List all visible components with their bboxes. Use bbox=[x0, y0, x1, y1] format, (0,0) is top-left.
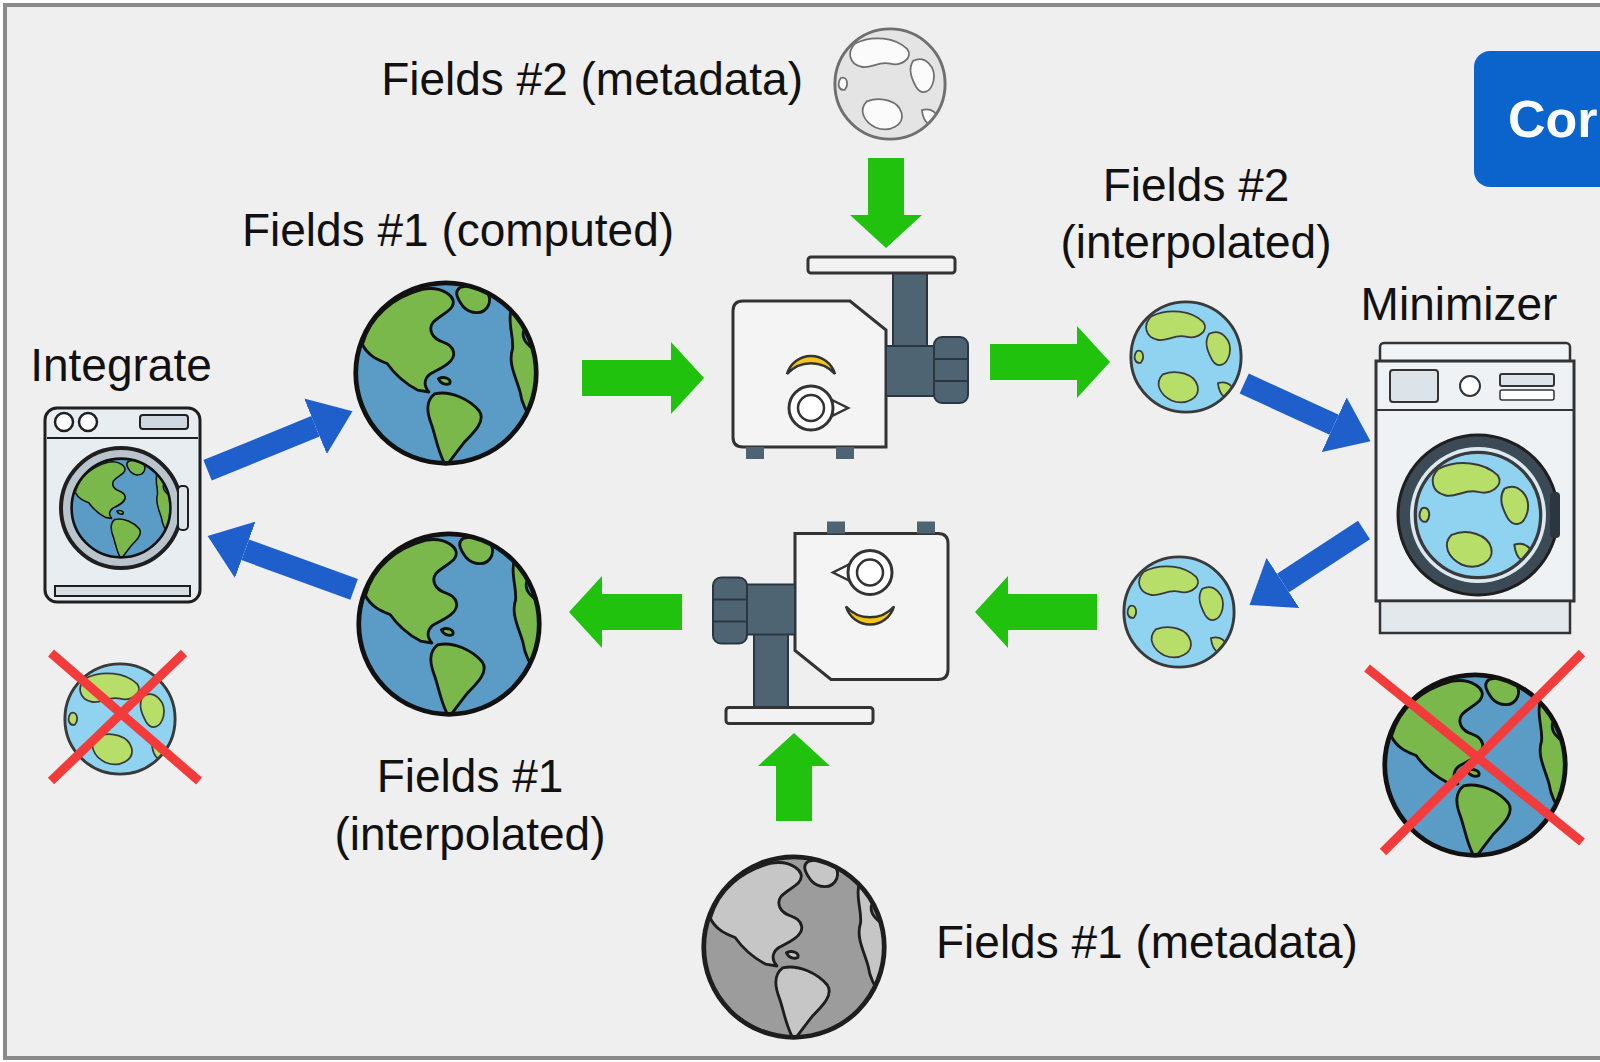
globe-picture bbox=[1128, 299, 1244, 415]
globe-drawing bbox=[834, 28, 945, 139]
washer-base bbox=[55, 586, 190, 596]
washer-knob bbox=[79, 413, 97, 431]
button-text: Cor bbox=[1508, 89, 1598, 149]
metadata-globe: Fields #1 (metadata) bbox=[699, 852, 889, 1042]
washer-panel-line bbox=[47, 437, 198, 439]
minimizer-washer: Minimizer bbox=[1376, 343, 1574, 635]
node-label: Fields #1 (metadata) bbox=[936, 915, 1358, 969]
washer-panel-line bbox=[1376, 409, 1574, 411]
node-label: Fields #1 (interpolated) bbox=[300, 747, 640, 863]
washer-knob bbox=[55, 413, 73, 431]
node-label: Fields #1 (computed) bbox=[242, 203, 674, 257]
washer-handle bbox=[1550, 492, 1560, 538]
interpolated-globe: Fields #1 (interpolated) bbox=[354, 529, 544, 719]
globe-picture bbox=[699, 852, 889, 1042]
computed-globe: Fields #1 (computed) bbox=[351, 278, 541, 468]
washer-handle bbox=[178, 486, 188, 530]
washer-drawer bbox=[140, 415, 188, 429]
globe-picture bbox=[351, 278, 541, 468]
washer-body bbox=[1376, 361, 1574, 601]
globe-picture bbox=[354, 529, 544, 719]
node-label: Fields #2 (interpolated) bbox=[1036, 157, 1356, 271]
corner-button: Cor bbox=[1474, 51, 1600, 187]
metadata-globe: Fields #2 (metadata) bbox=[832, 26, 948, 142]
cross-line bbox=[1383, 653, 1582, 852]
flow-arrow bbox=[245, 550, 354, 590]
washer-knob bbox=[1460, 376, 1480, 396]
globe-drawing bbox=[355, 282, 541, 466]
washer-base bbox=[1380, 601, 1570, 633]
blue-arrow bbox=[1283, 530, 1364, 583]
green-arrow bbox=[569, 576, 682, 648]
washer-buttons bbox=[1500, 390, 1554, 400]
red-cross bbox=[51, 653, 1582, 852]
green-arrow bbox=[758, 733, 830, 821]
green-arrow bbox=[582, 342, 704, 414]
interpolated-globe: Fields #2 (interpolated) bbox=[1128, 299, 1244, 415]
green-arrow bbox=[850, 158, 922, 248]
washing-machine bbox=[45, 408, 200, 602]
node-label: Integrate bbox=[30, 338, 212, 392]
meat-grinder bbox=[733, 257, 968, 459]
node-label: Fields #2 (metadata) bbox=[381, 52, 803, 106]
washer-drawer bbox=[1390, 370, 1438, 402]
frame bbox=[5, 5, 1600, 1058]
washer-door bbox=[61, 448, 181, 568]
globe-drawing bbox=[1130, 301, 1241, 412]
cross-line bbox=[51, 653, 199, 781]
globe-drawing bbox=[358, 533, 544, 717]
washer-display bbox=[1500, 374, 1554, 386]
node-label: Minimizer bbox=[1361, 277, 1558, 331]
green-arrows bbox=[569, 158, 1110, 821]
globe-drawing bbox=[1123, 556, 1234, 667]
integrate-washer: Integrate bbox=[43, 406, 202, 604]
globe-drawing bbox=[703, 856, 889, 1040]
washing-machine bbox=[1376, 343, 1574, 633]
flow-arrow bbox=[1244, 384, 1334, 425]
globe-drawing bbox=[71, 458, 173, 559]
flow-arrow bbox=[208, 426, 316, 470]
green-arrow bbox=[975, 576, 1097, 648]
globe-drawing bbox=[1415, 452, 1542, 579]
meat-grinder bbox=[713, 522, 948, 724]
globe-picture bbox=[832, 26, 948, 142]
cross-line bbox=[51, 653, 184, 781]
washer-body bbox=[45, 408, 200, 602]
washer-door bbox=[1398, 435, 1558, 595]
washer-glass bbox=[1410, 447, 1546, 583]
green-arrow bbox=[990, 326, 1110, 398]
